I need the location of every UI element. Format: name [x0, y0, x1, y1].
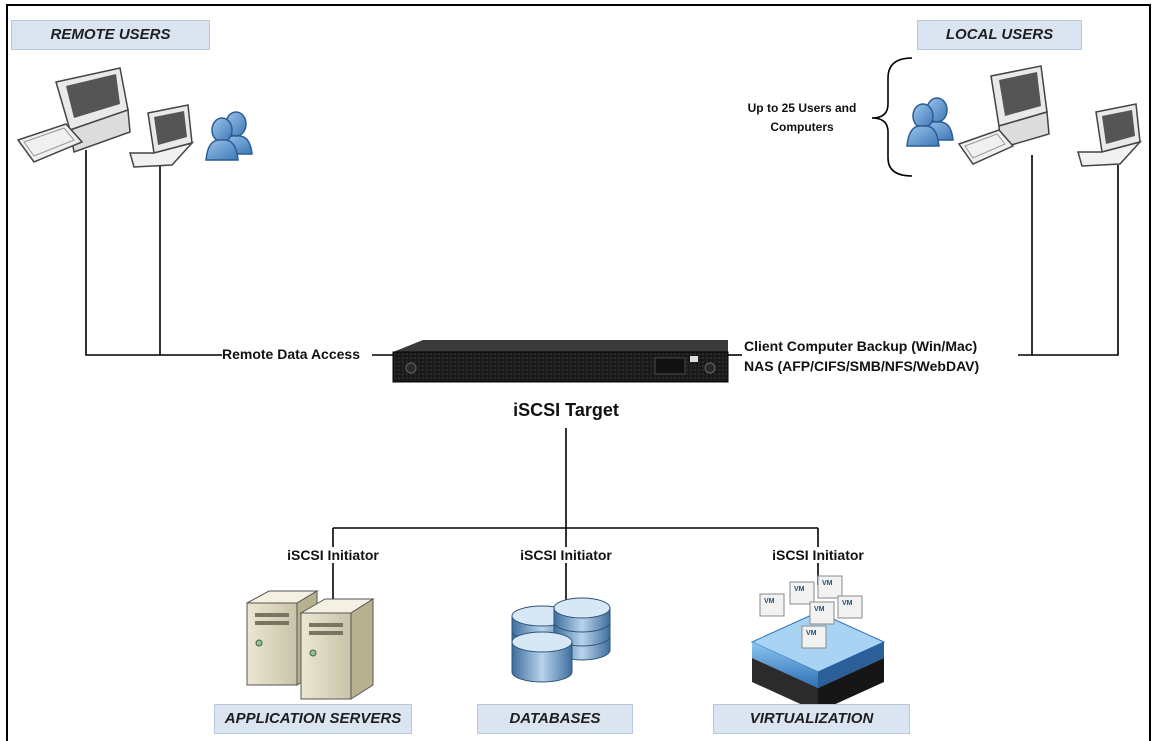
iscsi-target-label: iSCSI Target [513, 400, 619, 420]
local-users-note-line-1: Up to 25 Users and [747, 101, 857, 115]
iscsi-initiator-label-3: iSCSI Initiator [757, 547, 879, 563]
remote-desktop-line [85, 150, 222, 356]
local-users-note-line-2: Computers [770, 120, 834, 134]
local-desktop-icon [957, 65, 1050, 165]
iscsi-initiator-label-1: iSCSI Initiator [272, 547, 394, 563]
remote-desktop-icon [16, 67, 131, 163]
nas-protocols-label: NAS (AFP/CIFS/SMB/NFS/WebDAV) [744, 358, 980, 374]
iscsi-initiator-label-2: iSCSI Initiator [505, 547, 627, 563]
local-link-label: Client Computer Backup (Win/Mac) NAS (AF… [744, 336, 979, 376]
connection-lines [85, 150, 1119, 605]
local-laptop-line [1032, 165, 1119, 356]
vm-tag: VM [806, 630, 817, 637]
vm-tag: VM [794, 586, 805, 593]
local-users-note: Up to 25 Users and Computers [722, 99, 882, 137]
virtualization-label: VIRTUALIZATION [713, 704, 910, 734]
vm-tag: VM [822, 580, 833, 587]
vm-tag: VM [764, 598, 775, 605]
local-users-label: LOCAL USERS [917, 20, 1082, 50]
application-servers-label: APPLICATION SERVERS [214, 704, 412, 734]
vm-tag: VM [814, 606, 825, 613]
local-user-icon [906, 97, 954, 147]
local-desktop-line [1018, 155, 1033, 356]
remote-user-icon [205, 111, 253, 161]
database-icon [511, 597, 611, 683]
vm-tiles [759, 575, 863, 649]
databases-label: DATABASES [477, 704, 633, 734]
vm-tag: VM [842, 600, 853, 607]
tower-servers-icon [246, 590, 375, 700]
remote-users-label: REMOTE USERS [11, 20, 210, 50]
diagram-frame [6, 4, 1151, 741]
virtualization-icon [750, 575, 886, 712]
remote-data-access-label: Remote Data Access [222, 346, 360, 362]
local-users-brace [871, 57, 913, 177]
rack-appliance-icon [392, 340, 729, 383]
remote-laptop-icon [129, 104, 195, 168]
local-laptop-icon [1077, 103, 1143, 167]
client-backup-label: Client Computer Backup (Win/Mac) [744, 338, 978, 354]
